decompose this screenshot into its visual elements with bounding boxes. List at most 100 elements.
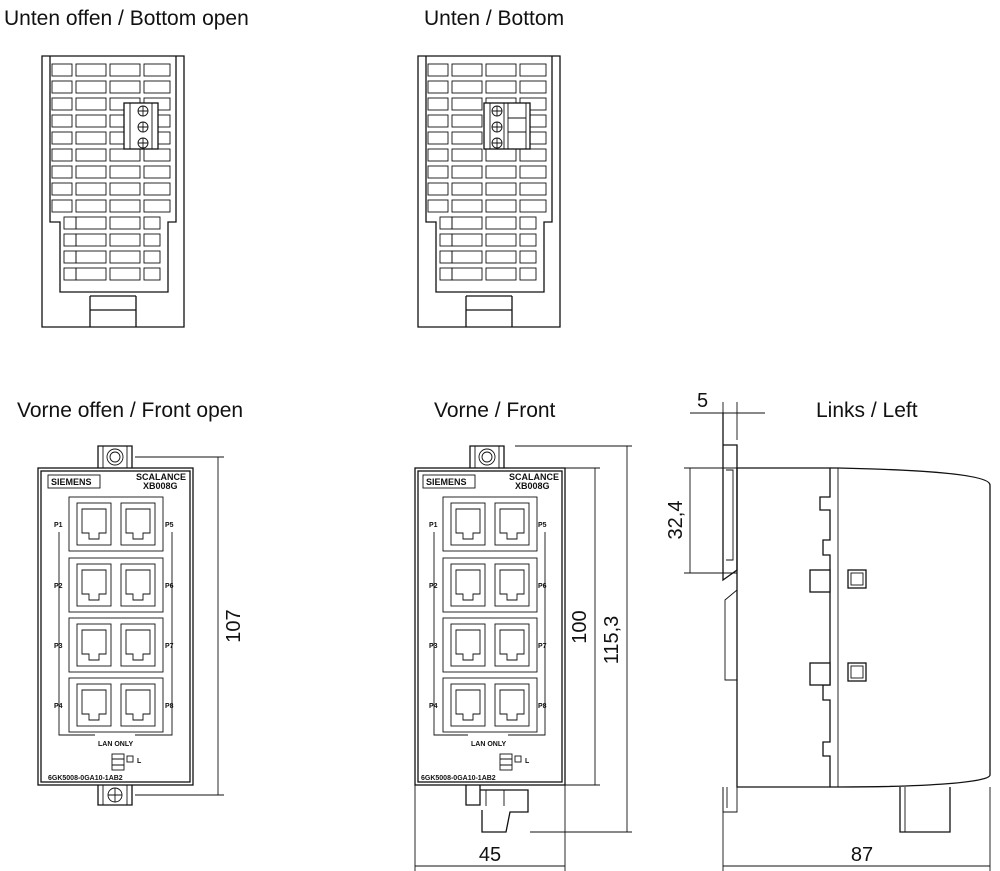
port-label-p6: P6 [165, 583, 174, 590]
vent-slot [451, 97, 483, 111]
vent-slot [427, 63, 449, 77]
brand-front-open: SIEMENS [51, 477, 92, 487]
vent-slot [451, 148, 483, 162]
port-label-front-p6: P6 [538, 583, 547, 590]
vent-slot [519, 250, 537, 264]
view-left: 5 32,4 87 [665, 390, 991, 871]
vent-slot [451, 216, 483, 230]
vent-slot [109, 267, 141, 281]
vent-slot [485, 63, 517, 77]
vent-slot [485, 80, 517, 94]
vent-slot [143, 233, 161, 247]
vent-slot [75, 216, 107, 230]
vent-slot [439, 233, 453, 247]
vent-grid-bottom-open [51, 63, 171, 281]
rj45-socket [125, 508, 151, 540]
vent-slot [143, 216, 161, 230]
vent-slot [51, 114, 73, 128]
port-pair-frame [442, 496, 538, 552]
vent-slot [519, 148, 547, 162]
ethernet-ports-front-open [68, 496, 164, 733]
rj45-port [76, 683, 112, 727]
vent-slot [427, 182, 449, 196]
vent-grid-bottom [427, 63, 547, 281]
rj45-port [450, 563, 486, 607]
vent-slot [75, 250, 107, 264]
rj45-port [120, 563, 156, 607]
port-pair-frame [68, 677, 164, 733]
vent-slot [63, 250, 77, 264]
vent-slot [485, 267, 517, 281]
rj45-socket [125, 629, 151, 661]
model-line2-front: XB008G [515, 481, 550, 491]
rj45-port [494, 563, 530, 607]
vent-slot [451, 250, 483, 264]
port-label-front-p2: P2 [429, 583, 438, 590]
vent-slot [143, 182, 171, 196]
vent-slot [63, 267, 77, 281]
vent-slot [51, 148, 73, 162]
port-label-p3: P3 [54, 643, 63, 650]
port-pair-frame [442, 557, 538, 613]
vent-slot [519, 216, 537, 230]
view-front: SIEMENS SCALANCE XB008G LAN ONLY P1 P2 P… [414, 445, 632, 871]
vent-slot [143, 63, 171, 77]
vent-slot [519, 80, 547, 94]
vent-slot [519, 165, 547, 179]
vent-slot [143, 199, 171, 213]
rj45-port [494, 502, 530, 546]
vent-slot [427, 80, 449, 94]
rj45-port [120, 502, 156, 546]
port-label-front-p7: P7 [538, 643, 547, 650]
vent-slot [75, 63, 107, 77]
vent-slot [75, 267, 107, 281]
vent-slot [519, 182, 547, 196]
rj45-socket [455, 689, 481, 721]
view-bottom-open [41, 55, 185, 328]
vent-slot [143, 148, 171, 162]
vent-slot [75, 182, 107, 196]
vent-slot [451, 233, 483, 247]
vent-slot [485, 216, 517, 230]
rj45-port [494, 683, 530, 727]
vent-slot [109, 165, 141, 179]
port-label-front-p4: P4 [429, 703, 438, 710]
vent-slot [519, 199, 547, 213]
view-bottom [417, 55, 561, 328]
vent-slot [451, 114, 483, 128]
vent-slot [109, 148, 141, 162]
vent-slot [451, 182, 483, 196]
vent-slot [109, 250, 141, 264]
vent-slot [75, 165, 107, 179]
vent-slot [439, 216, 453, 230]
vent-slot [427, 165, 449, 179]
rj45-port [120, 623, 156, 667]
model-line1-front: SCALANCE [509, 472, 559, 482]
port-label-p1: P1 [54, 522, 63, 529]
vent-slot [519, 63, 547, 77]
dim-clip-left: 32,4 [665, 501, 687, 540]
rj45-socket [81, 689, 107, 721]
rj45-socket [499, 508, 525, 540]
vent-slot [485, 182, 517, 196]
rj45-socket [81, 629, 107, 661]
order-number-front-open: 6GK5008-0GA10-1AB2 [48, 775, 123, 782]
vent-slot [451, 165, 483, 179]
dim-height-inner-front: 100 [569, 610, 591, 643]
rj45-socket [455, 508, 481, 540]
port-pair-frame [442, 677, 538, 733]
terminal-label-front-open: L [137, 758, 142, 765]
vent-slot [485, 233, 517, 247]
rj45-socket [499, 569, 525, 601]
rj45-socket [499, 689, 525, 721]
port-pair-frame [442, 617, 538, 673]
vent-slot [75, 233, 107, 247]
model-line2-front-open: XB008G [143, 481, 178, 491]
vent-slot [75, 114, 107, 128]
rj45-socket [455, 629, 481, 661]
vent-slot [485, 250, 517, 264]
rj45-port [76, 563, 112, 607]
vent-slot [51, 97, 73, 111]
vent-slot [427, 114, 449, 128]
